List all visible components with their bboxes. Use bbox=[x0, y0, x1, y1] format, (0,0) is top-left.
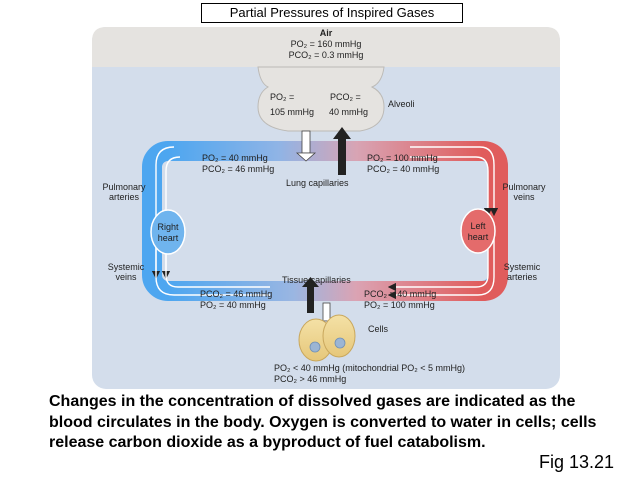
alveoli-pco2-label: PCO₂ = bbox=[330, 92, 361, 102]
tissue-capillaries bbox=[168, 281, 482, 301]
alveoli-label: Alveoli bbox=[388, 99, 415, 109]
left-heart bbox=[460, 208, 496, 254]
alveoli-po2-value: 105 mmHg bbox=[270, 107, 314, 117]
lung-left-pco2: PCO₂ = 46 mmHg bbox=[202, 164, 274, 174]
air-po2: PO₂ = 160 mmHg bbox=[291, 39, 362, 49]
cell-nucleus-right bbox=[334, 337, 346, 349]
figure-caption: Changes in the concentration of dissolve… bbox=[49, 393, 597, 451]
air-region bbox=[92, 27, 560, 67]
alveoli-po2-label: PO₂ = bbox=[270, 92, 294, 102]
pulmonary-arteries-label-2: arteries bbox=[109, 192, 140, 202]
o2-diffusion-arrow-lung bbox=[295, 130, 317, 162]
right-heart-label-2: heart bbox=[158, 233, 179, 243]
cells-po2: PO₂ < 40 mmHg (mitochondrial PO₂ < 5 mmH… bbox=[274, 363, 465, 373]
systemic-arteries-label-1: Systemic bbox=[504, 262, 541, 272]
figure-number: Fig 13.21 bbox=[539, 452, 615, 472]
cells-pco2: PCO₂ > 46 mmHg bbox=[274, 374, 346, 384]
left-heart-label-1: Left bbox=[470, 221, 486, 231]
cell-nucleus-left bbox=[309, 341, 321, 353]
lung-capillaries bbox=[168, 141, 482, 161]
right-side-vessels bbox=[340, 141, 508, 301]
systemic-veins-label-1: Systemic bbox=[108, 262, 145, 272]
lung-right-pco2: PCO₂ = 40 mmHg bbox=[367, 164, 439, 174]
lung-right-po2: PO₂ = 100 mmHg bbox=[367, 153, 438, 163]
tissue-left-pco2: PCO₂ = 46 mmHg bbox=[200, 289, 272, 299]
air-pco2: PCO₂ = 0.3 mmHg bbox=[289, 50, 364, 60]
lung-left-po2: PO₂ = 40 mmHg bbox=[202, 153, 268, 163]
gas-exchange-diagram: Air PO₂ = 160 mmHg PCO₂ = 0.3 mmHg PO₂ =… bbox=[92, 27, 560, 389]
right-heart bbox=[150, 209, 186, 255]
flow-arrows bbox=[151, 146, 499, 300]
co2-diffusion-arrow-tissue bbox=[302, 277, 319, 313]
tissue-cell-right bbox=[322, 314, 356, 358]
pulmonary-veins-label-1: Pulmonary bbox=[502, 182, 546, 192]
tissue-right-po2: PO₂ = 100 mmHg bbox=[364, 300, 435, 310]
air-label: Air bbox=[320, 28, 333, 38]
figure-title: Partial Pressures of Inspired Gases bbox=[201, 3, 463, 23]
tissue-left-po2: PO₂ = 40 mmHg bbox=[200, 300, 266, 310]
left-heart-label-2: heart bbox=[468, 232, 489, 242]
systemic-veins-label-2: veins bbox=[115, 272, 137, 282]
lung-capillaries-label: Lung capillaries bbox=[286, 178, 349, 188]
pulmonary-arteries-label-1: Pulmonary bbox=[102, 182, 146, 192]
right-heart-label-1: Right bbox=[157, 222, 179, 232]
tissue-right-pco2: PCO₂ = 40 mmHg bbox=[364, 289, 436, 299]
co2-diffusion-arrow-lung bbox=[333, 127, 351, 175]
pulmonary-veins-label-2: veins bbox=[513, 192, 535, 202]
alveoli-pco2-value: 40 mmHg bbox=[329, 107, 368, 117]
cells-label: Cells bbox=[368, 324, 389, 334]
tissue-capillaries-label: Tissue capillaries bbox=[282, 275, 351, 285]
systemic-arteries-label-2: arteries bbox=[507, 272, 538, 282]
alveolus-sac bbox=[257, 66, 385, 132]
